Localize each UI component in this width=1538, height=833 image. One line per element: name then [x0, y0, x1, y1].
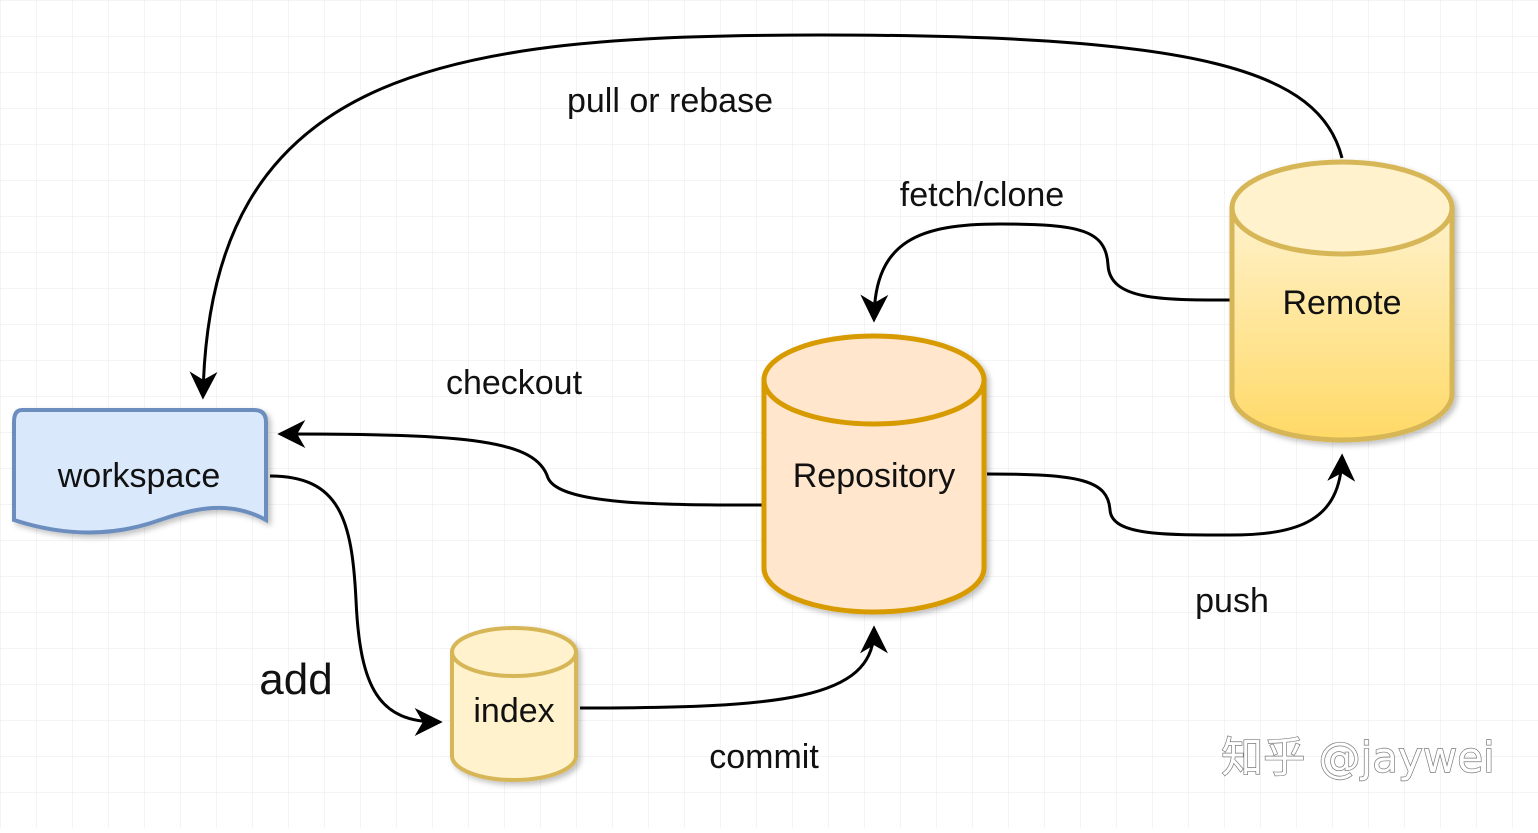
edge-label-add: add — [259, 655, 332, 704]
edge-push[interactable] — [986, 453, 1356, 537]
edge-commit[interactable] — [579, 625, 888, 710]
remote-node[interactable] — [1229, 159, 1455, 443]
edge-label-fetch-clone: fetch/clone — [900, 176, 1064, 214]
edge-label-checkout: checkout — [446, 364, 583, 402]
index-node[interactable] — [450, 626, 578, 782]
workspace-node[interactable] — [12, 408, 268, 535]
edge-fetch-clone[interactable] — [860, 222, 1231, 323]
edge-label-commit: commit — [709, 738, 819, 776]
edge-add[interactable] — [269, 474, 443, 736]
edge-label-pull-or-rebase: pull or rebase — [567, 82, 773, 120]
edge-checkout[interactable] — [277, 420, 763, 507]
watermark: 知乎 @jaywei — [1221, 733, 1494, 782]
repository-label: Repository — [793, 457, 956, 495]
remote-label: Remote — [1282, 284, 1401, 322]
workspace-label: workspace — [57, 457, 221, 495]
repository-node[interactable] — [761, 333, 987, 615]
edge-pull-or-rebase[interactable] — [189, 33, 1344, 400]
edge-label-push: push — [1195, 582, 1269, 620]
index-label: index — [473, 692, 554, 730]
